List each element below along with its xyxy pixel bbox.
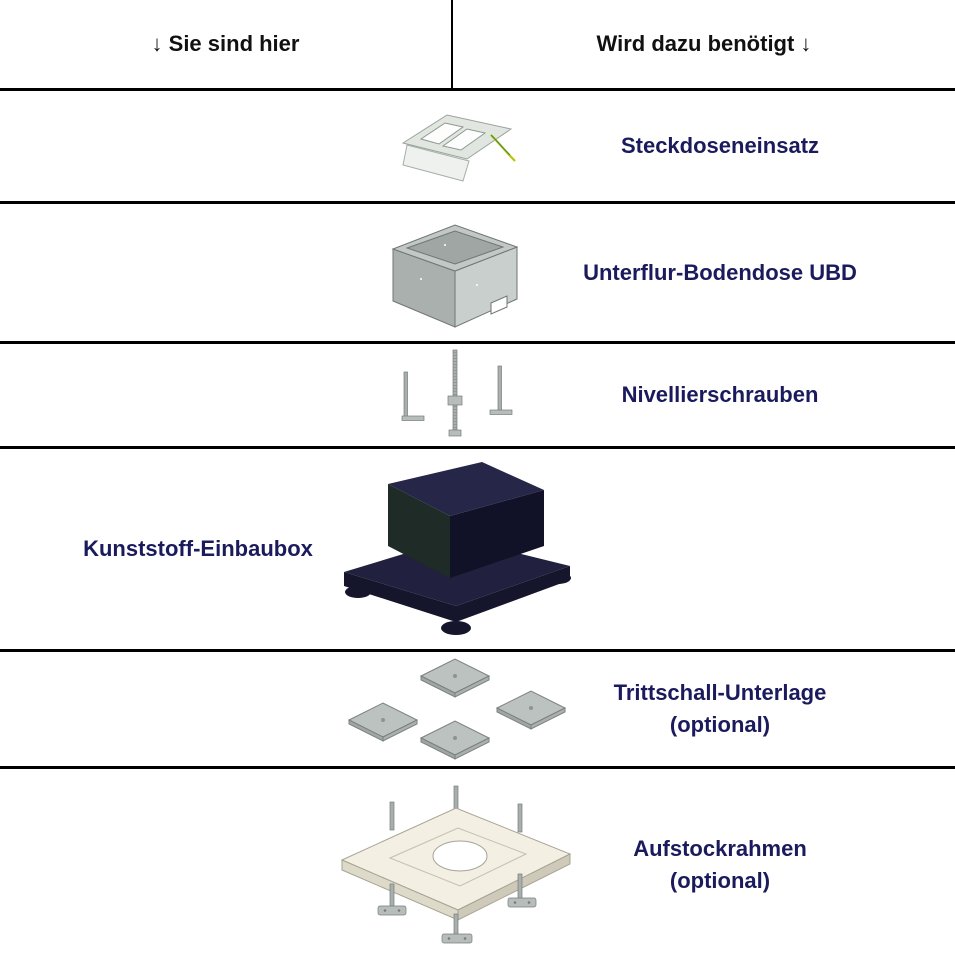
- row-steckdoseneinsatz: Steckdoseneinsatz: [0, 91, 955, 201]
- label-kunststoff-einbaubox: Kunststoff-Einbaubox: [83, 536, 313, 562]
- row-divider-2: [0, 201, 955, 204]
- row-divider-1: [0, 88, 955, 91]
- label-nivellierschrauben: Nivellierschrauben: [621, 382, 819, 408]
- column-divider: [451, 0, 453, 89]
- row-divider-5: [0, 649, 955, 652]
- header-sie-sind-hier: ↓ Sie sind hier: [151, 31, 300, 56]
- row-unterflur-bodendose: Unterflur-Bodendose UBD: [0, 204, 955, 341]
- label-steckdoseneinsatz: Steckdoseneinsatz: [620, 133, 820, 159]
- label-unterflur-bodendose: Unterflur-Bodendose UBD: [583, 259, 857, 285]
- unterflur-bodendose-image: [387, 215, 523, 331]
- row-divider-3: [0, 341, 955, 344]
- row-divider-6: [0, 766, 955, 769]
- row-kunststoff-einbaubox: Kunststoff-Einbaubox: [0, 449, 955, 649]
- row-trittschall-unterlage: Trittschall-Unterlage (optional): [0, 652, 955, 766]
- header-wird-dazu-benoetigt: Wird dazu benötigt ↓: [596, 31, 812, 56]
- nivellierschrauben-image: [390, 348, 520, 442]
- kunststoff-einbaubox-image: [332, 456, 578, 642]
- label-trittschall-unterlage: Trittschall-Unterlage (optional): [613, 680, 827, 737]
- steckdoseneinsatz-image: [391, 103, 519, 189]
- row-divider-4: [0, 446, 955, 449]
- trittschall-unterlage-image: [335, 657, 575, 761]
- label-aufstockrahmen: Aufstockrahmen (optional): [633, 836, 807, 893]
- row-nivellierschrauben: Nivellierschrauben: [0, 344, 955, 446]
- aufstockrahmen-image: [330, 784, 580, 946]
- row-aufstockrahmen: Aufstockrahmen (optional): [0, 769, 955, 961]
